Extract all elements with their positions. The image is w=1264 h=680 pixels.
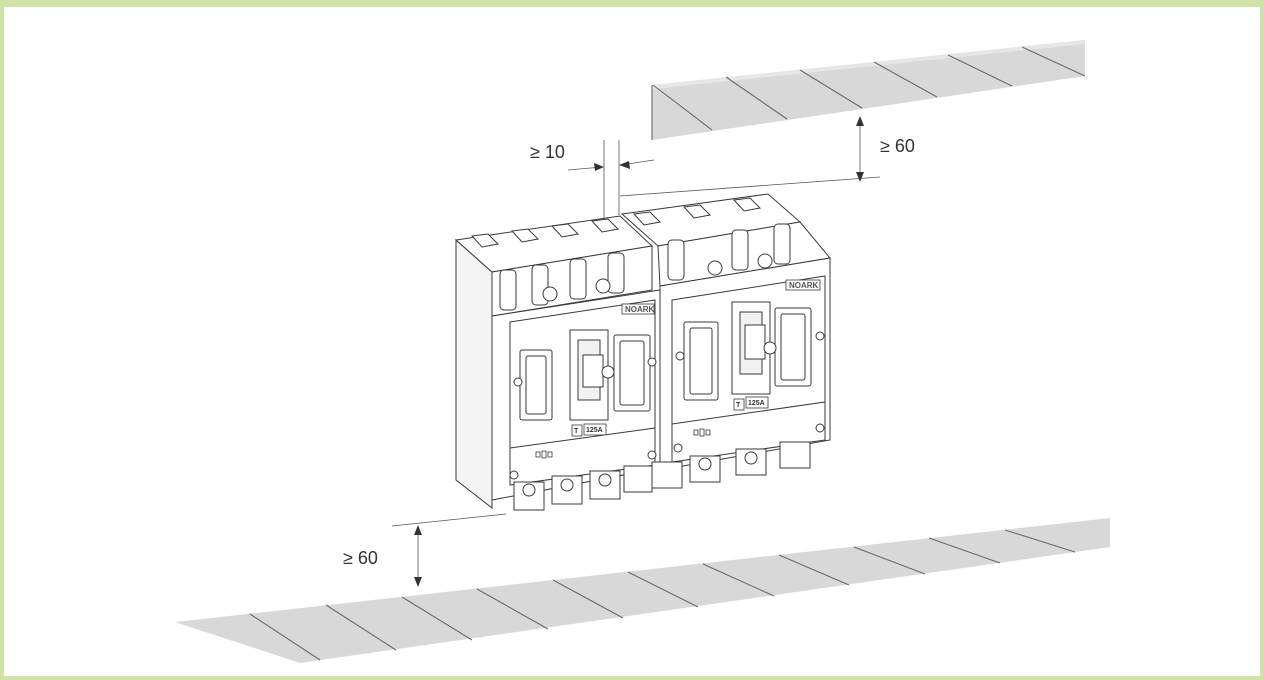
rating-label-right: 125A xyxy=(748,400,765,407)
top-clearance-label: ≥ 60 xyxy=(880,136,915,156)
bottom-clearance-label: ≥ 60 xyxy=(343,548,378,568)
top-clearance-dimension: ≥ 60 xyxy=(619,116,915,197)
top-surface xyxy=(651,40,1086,140)
brand-plate-right xyxy=(785,279,821,291)
toggle-handle-right xyxy=(744,324,766,360)
trip-symbol-left: T xyxy=(574,428,579,435)
bottom-clearance-dimension: ≥ 60 xyxy=(343,513,507,587)
pole-gap-dimension: ≥ 10 xyxy=(530,140,655,230)
circuit-breaker-right: NOARK T 125A xyxy=(620,193,831,489)
header-band xyxy=(0,0,1264,7)
brand-label-left: NOARK xyxy=(625,305,655,314)
circuit-breaker-left: NOARK T 125A xyxy=(454,215,661,511)
rating-label-left: 125A xyxy=(586,427,603,434)
trip-symbol-right: T xyxy=(736,402,741,409)
pole-gap-label: ≥ 10 xyxy=(530,142,565,162)
toggle-handle-left xyxy=(582,354,604,388)
brand-plate-left xyxy=(621,303,655,315)
brand-label-right: NOARK xyxy=(789,281,819,290)
bottom-surface xyxy=(175,518,1110,663)
